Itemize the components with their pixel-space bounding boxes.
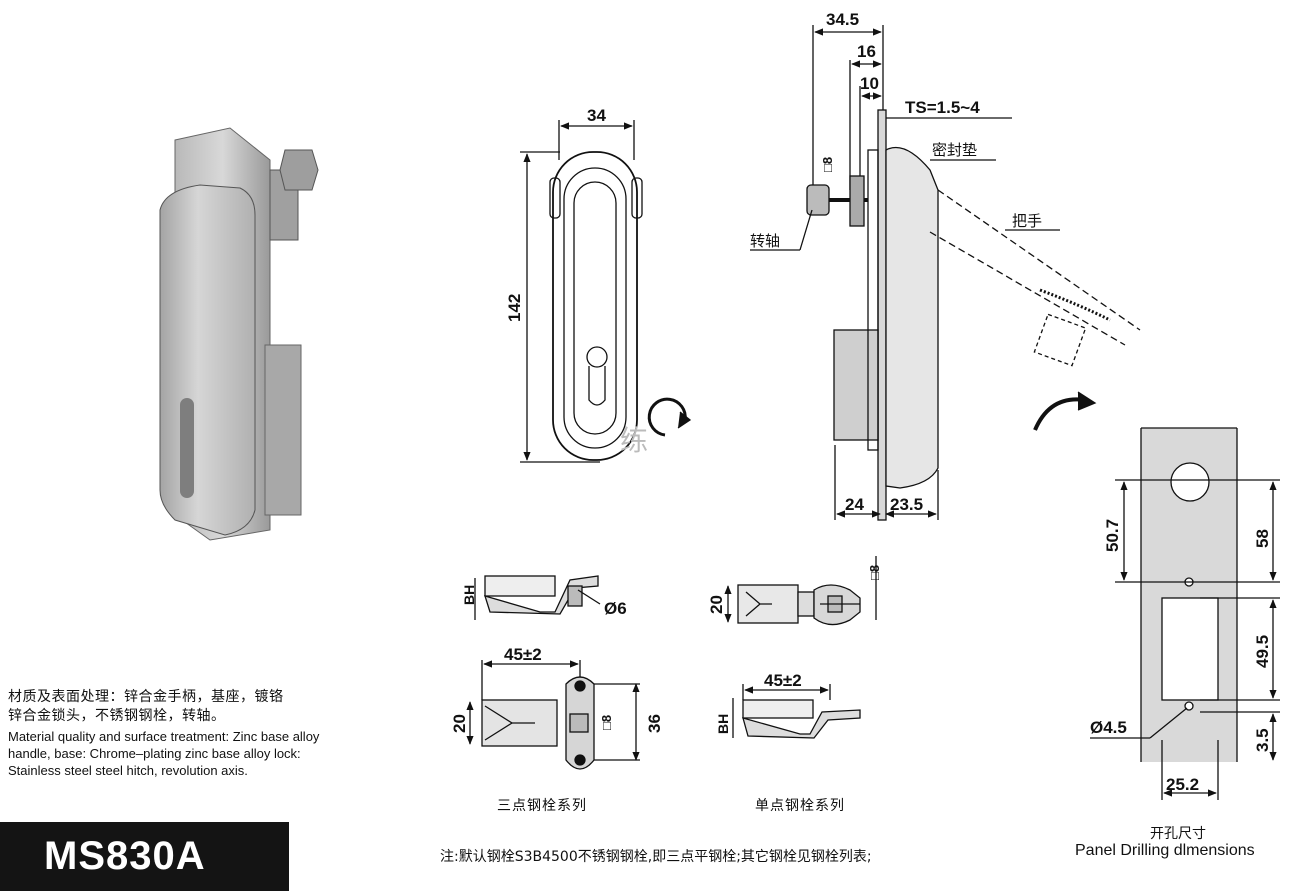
shaft-label: 转轴	[750, 232, 780, 250]
footnote: 注:默认钢栓S3B4500不锈钢钢栓,即三点平钢栓;其它钢栓见钢栓列表;	[440, 849, 872, 865]
product-photo	[159, 127, 319, 541]
drill-3-5: 3.5	[1253, 728, 1272, 752]
drill-4-5: Ø4.5	[1090, 718, 1127, 737]
single-point-bolt-side	[732, 684, 861, 739]
model-label: MS830A	[44, 834, 206, 878]
three-point-caption: 三点钢栓系列	[497, 798, 587, 814]
three-d6: Ø6	[604, 599, 627, 618]
side-view	[750, 25, 1141, 521]
single-sq8: □8	[867, 565, 882, 580]
drill-25-2: 25.2	[1166, 775, 1199, 794]
ts-label: TS=1.5~4	[905, 98, 980, 117]
side-dim-16: 16	[857, 42, 876, 61]
side-dim-34-5: 34.5	[826, 10, 859, 29]
three-point-bolt-side	[474, 575, 601, 620]
side-dim-24: 24	[845, 495, 864, 514]
three-point-bolt-top	[466, 660, 640, 770]
material-en-line2: handle, base: Chrome–plating zinc base a…	[8, 746, 301, 761]
drilling-title-en: Panel Drilling dlmensions	[1075, 842, 1255, 859]
three-bh: BH	[461, 585, 477, 605]
drilling-template	[1090, 427, 1280, 800]
drawing-labels: 34 142 练 34.5 16 10 TS=1.5~4 密封垫 把手 转轴 □…	[450, 10, 1272, 794]
drilling-title-zh: 开孔尺寸	[1150, 826, 1206, 842]
front-view	[520, 120, 692, 463]
gasket-label: 密封垫	[932, 141, 977, 159]
drill-50-7: 50.7	[1103, 519, 1122, 552]
three-dim-45: 45±2	[504, 645, 542, 664]
single-dim-20: 20	[707, 595, 726, 614]
material-zh-line2: 锌合金锁头，不锈钢钢栓，转轴。	[8, 708, 226, 724]
single-point-bolt-top	[724, 556, 877, 626]
material-zh-line1: 材质及表面处理：锌合金手柄，基座，镀铬	[8, 689, 284, 705]
side-sq8: □8	[820, 157, 835, 172]
side-dim-10: 10	[860, 74, 879, 93]
three-dim-20: 20	[450, 714, 469, 733]
drill-58: 58	[1253, 529, 1272, 548]
material-en-line1: Material quality and surface treatment: …	[8, 729, 320, 744]
model-box	[0, 822, 289, 891]
watermark: 练	[620, 424, 648, 457]
front-height-dim: 142	[505, 294, 524, 322]
material-en-line3: Stainless steel steel hitch, revolution …	[8, 763, 248, 778]
single-dim-45: 45±2	[764, 671, 802, 690]
side-dim-23-5: 23.5	[890, 495, 923, 514]
three-sq8: □8	[599, 715, 614, 730]
three-dim-36: 36	[645, 714, 664, 733]
front-width-dim: 34	[587, 106, 606, 125]
single-point-caption: 单点钢栓系列	[755, 798, 845, 814]
drill-49-5: 49.5	[1253, 635, 1272, 668]
single-bh: BH	[715, 714, 731, 734]
handle-label: 把手	[1012, 212, 1042, 230]
